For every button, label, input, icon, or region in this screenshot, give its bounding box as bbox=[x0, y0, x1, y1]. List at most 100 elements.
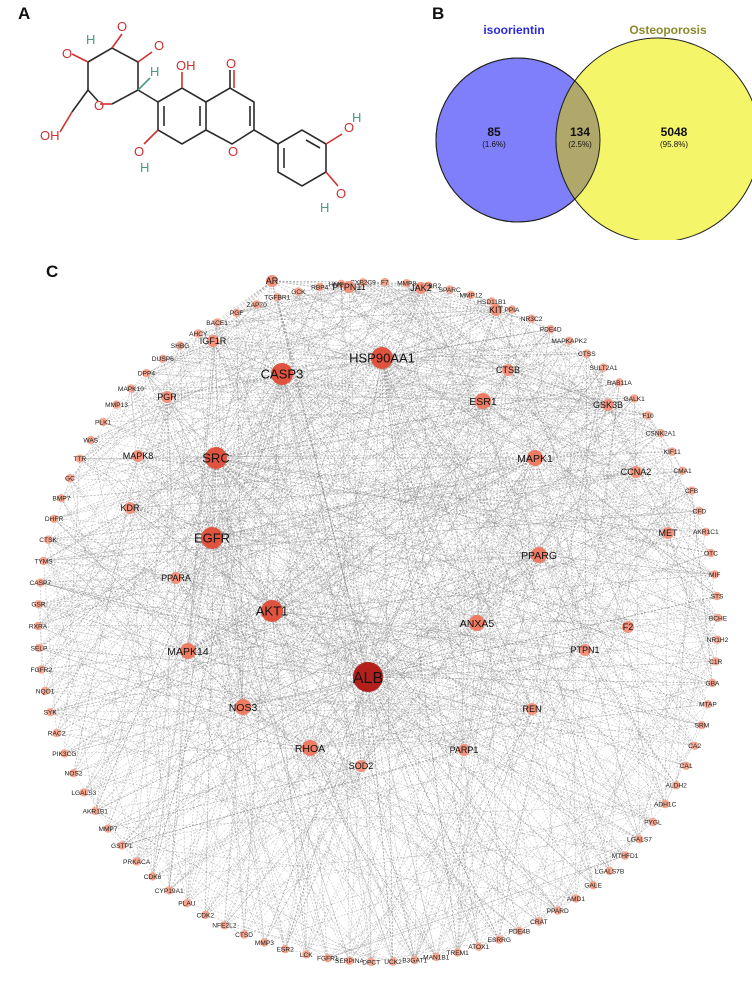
node-pde4d[interactable]: PDE4D bbox=[540, 324, 562, 334]
node-man1b1[interactable]: MAN1B1 bbox=[423, 952, 450, 962]
node-cyp19a1[interactable]: CYP19A1 bbox=[155, 886, 184, 895]
node-cyp2c9[interactable]: CYP2C9 bbox=[350, 278, 376, 287]
node-mthfd1[interactable]: MTHFD1 bbox=[612, 851, 639, 860]
node-ppara[interactable]: PPARA bbox=[161, 572, 191, 584]
node-rab11a[interactable]: RAB11A bbox=[607, 378, 632, 387]
node-rac2[interactable]: RAC2 bbox=[48, 728, 66, 738]
node-mapk14[interactable]: MAPK14 bbox=[167, 643, 209, 659]
node-hsd11b1[interactable]: HSD11B1 bbox=[477, 297, 506, 306]
node-rhoa[interactable]: RHOA bbox=[295, 740, 325, 756]
node-mmp3[interactable]: MMP3 bbox=[255, 938, 274, 947]
node-was[interactable]: WAS bbox=[83, 435, 99, 445]
node-cfd[interactable]: CFD bbox=[693, 506, 707, 516]
node-ctsd[interactable]: CTSD bbox=[235, 930, 253, 939]
node-sod2[interactable]: SOD2 bbox=[349, 760, 374, 772]
node-f10[interactable]: F10 bbox=[642, 411, 654, 420]
node-pygl[interactable]: PYGL bbox=[644, 817, 662, 827]
node-mmp12[interactable]: MMP12 bbox=[459, 290, 482, 300]
node-casp7[interactable]: CASP7 bbox=[29, 578, 51, 587]
node-nqo1[interactable]: NQO1 bbox=[36, 686, 55, 696]
node-syk[interactable]: SYK bbox=[44, 708, 58, 717]
node-akr1b1[interactable]: AKR1B1 bbox=[83, 806, 109, 816]
node-nos2[interactable]: NOS2 bbox=[65, 769, 83, 778]
node-akt1[interactable]: AKT1 bbox=[256, 600, 289, 622]
node-ptpn11[interactable]: PTPN11 bbox=[332, 281, 366, 293]
node-mif[interactable]: MIF bbox=[709, 570, 720, 579]
node-ctsk[interactable]: CTSK bbox=[39, 535, 57, 545]
node-gstp1[interactable]: GSTP1 bbox=[111, 841, 133, 850]
node-ppard[interactable]: PPARD bbox=[547, 906, 569, 915]
node-gsk3b[interactable]: GSK3B bbox=[593, 399, 623, 411]
node-esr2[interactable]: ESR2 bbox=[277, 944, 295, 954]
node-nr3c2[interactable]: NR3C2 bbox=[521, 314, 543, 324]
node-plk1[interactable]: PLK1 bbox=[95, 417, 111, 427]
node-pde4b[interactable]: PDE4B bbox=[509, 927, 531, 936]
node-amd1[interactable]: AMD1 bbox=[567, 894, 586, 903]
node-uck2[interactable]: UCK2 bbox=[384, 957, 402, 967]
node-shbg[interactable]: SHBG bbox=[171, 341, 190, 350]
node-crat[interactable]: CRAT bbox=[530, 917, 548, 926]
node-f7[interactable]: F7 bbox=[380, 277, 389, 287]
node-mapk10[interactable]: MAPK10 bbox=[118, 384, 144, 393]
node-anxa5[interactable]: ANXA5 bbox=[460, 615, 495, 631]
node-gba[interactable]: GBA bbox=[706, 678, 721, 688]
node-mmp7[interactable]: MMP7 bbox=[98, 824, 118, 833]
node-lgals7[interactable]: LGALS7 bbox=[627, 835, 652, 844]
node-hsp90aa1[interactable]: HSP90AA1 bbox=[349, 347, 415, 369]
node-src[interactable]: SRC bbox=[202, 447, 230, 469]
node-f2[interactable]: F2 bbox=[622, 621, 634, 633]
node-dusp6[interactable]: DUSP6 bbox=[152, 354, 174, 364]
node-ca1[interactable]: CA1 bbox=[680, 761, 693, 771]
node-ccna2[interactable]: CCNA2 bbox=[621, 466, 652, 478]
node-mmp8[interactable]: MMP8 bbox=[397, 279, 416, 288]
node-fgfr1[interactable]: FGFR1 bbox=[317, 954, 339, 963]
node-adh1c[interactable]: ADH1C bbox=[654, 799, 677, 809]
node-ahcy[interactable]: AHCY bbox=[189, 329, 208, 338]
node-fgfr2[interactable]: FGFR2 bbox=[30, 665, 52, 674]
node-casp3[interactable]: CASP3 bbox=[261, 363, 304, 385]
node-rxra[interactable]: RXRA bbox=[29, 621, 48, 631]
node-sts[interactable]: STS bbox=[711, 591, 724, 601]
node-lck[interactable]: LCK bbox=[300, 950, 313, 959]
node-c1r[interactable]: C1R bbox=[709, 657, 723, 666]
node-mmp13[interactable]: MMP13 bbox=[105, 400, 128, 410]
node-prkaca[interactable]: PRKACA bbox=[123, 857, 151, 866]
node-tgfbr1[interactable]: TGFBR1 bbox=[264, 293, 291, 302]
node-zap70[interactable]: ZAP70 bbox=[247, 300, 267, 309]
node-aldh2[interactable]: ALDH2 bbox=[666, 781, 688, 790]
node-sparc[interactable]: SPARC bbox=[439, 285, 461, 294]
node-gck[interactable]: GCK bbox=[291, 287, 306, 296]
node-ppia[interactable]: PPIA bbox=[504, 305, 520, 314]
node-nr1h2[interactable]: NR1H2 bbox=[707, 635, 729, 645]
node-esr1[interactable]: ESR1 bbox=[469, 393, 497, 409]
node-plau[interactable]: PLAU bbox=[178, 899, 196, 908]
node-serpina[interactable]: SERPINA bbox=[335, 956, 365, 966]
node-tyms[interactable]: TYMS bbox=[34, 556, 53, 566]
node-gale[interactable]: GALE bbox=[584, 881, 603, 890]
node-b3gat1[interactable]: B3GAT1 bbox=[402, 955, 427, 965]
node-dhfr[interactable]: DHFR bbox=[45, 514, 64, 524]
node-ttr[interactable]: TTR bbox=[73, 454, 86, 464]
node-gsr[interactable]: GSR bbox=[31, 600, 46, 609]
node-cdk2[interactable]: CDK2 bbox=[197, 910, 215, 920]
node-dpp4[interactable]: DPP4 bbox=[138, 368, 156, 378]
node-ren[interactable]: REN bbox=[522, 703, 542, 715]
node-atox1[interactable]: ATOX1 bbox=[468, 942, 490, 952]
node-lgals3[interactable]: LGALS3 bbox=[71, 788, 97, 797]
node-parp1[interactable]: PARP1 bbox=[450, 744, 479, 756]
node-jak2[interactable]: JAK2 bbox=[410, 282, 432, 294]
node-egfr[interactable]: EGFR bbox=[194, 527, 230, 549]
node-ctsb[interactable]: CTSB bbox=[496, 364, 520, 376]
node-met[interactable]: MET bbox=[659, 527, 679, 539]
node-mtap[interactable]: MTAP bbox=[699, 700, 717, 709]
node-kdr[interactable]: KDR bbox=[120, 502, 140, 514]
node-csnk2a1[interactable]: CSNK2A1 bbox=[646, 428, 676, 438]
node-trem1[interactable]: TREM1 bbox=[446, 948, 469, 957]
node-cma1[interactable]: CMA1 bbox=[673, 466, 692, 476]
node-cdk6[interactable]: CDK6 bbox=[144, 872, 162, 881]
node-pgf[interactable]: PGF bbox=[230, 308, 244, 318]
node-ctss[interactable]: CTSS bbox=[578, 349, 596, 358]
node-ca2[interactable]: CA2 bbox=[688, 741, 701, 751]
node-otc[interactable]: OTC bbox=[704, 548, 718, 558]
node-nos3[interactable]: NOS3 bbox=[229, 699, 258, 715]
